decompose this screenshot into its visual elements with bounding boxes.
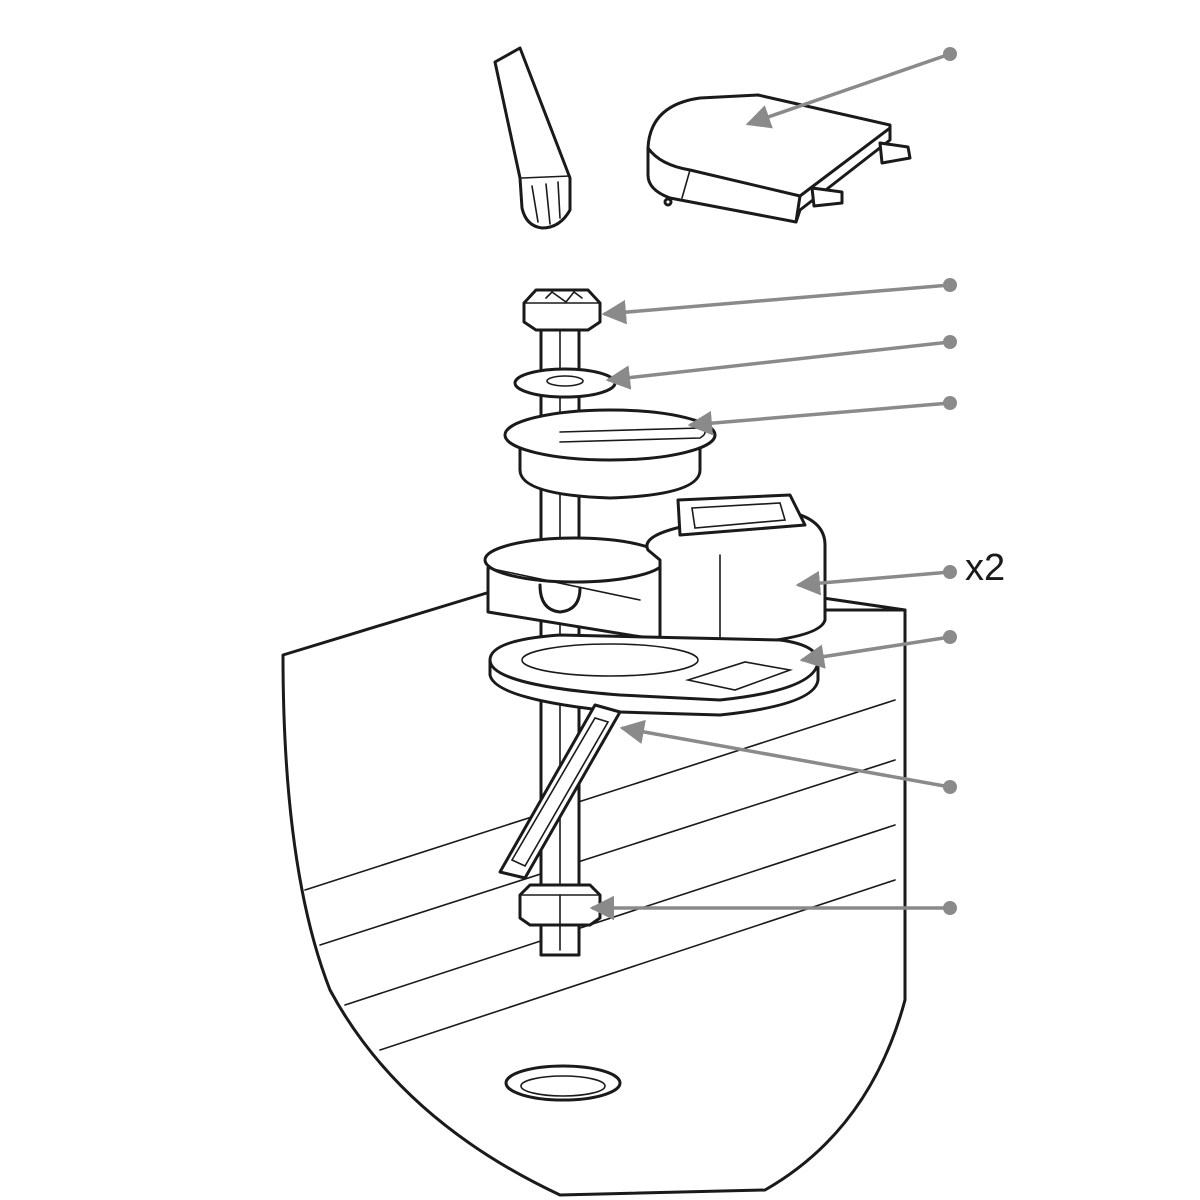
slotted-collar	[503, 408, 717, 500]
screwdriver-bit	[493, 46, 572, 230]
quantity-label: x2	[965, 547, 1005, 589]
leader-slotted-collar	[687, 396, 957, 436]
leader-cover-cap	[745, 47, 957, 129]
drain-hole	[504, 1064, 622, 1102]
cover-cap	[646, 93, 912, 224]
leader-mounting-block	[795, 565, 957, 596]
leader-washer	[605, 335, 957, 390]
mounting-block	[483, 493, 827, 647]
leader-angled-clip	[619, 719, 957, 794]
leader-bolt-head	[601, 278, 957, 325]
nut	[518, 883, 602, 927]
leader-nut	[589, 895, 957, 921]
washer	[513, 367, 617, 399]
bowl-rim-lines	[304, 699, 896, 1051]
leader-lines	[589, 47, 957, 921]
leader-base-plate	[799, 630, 957, 669]
angled-clip	[498, 703, 622, 880]
